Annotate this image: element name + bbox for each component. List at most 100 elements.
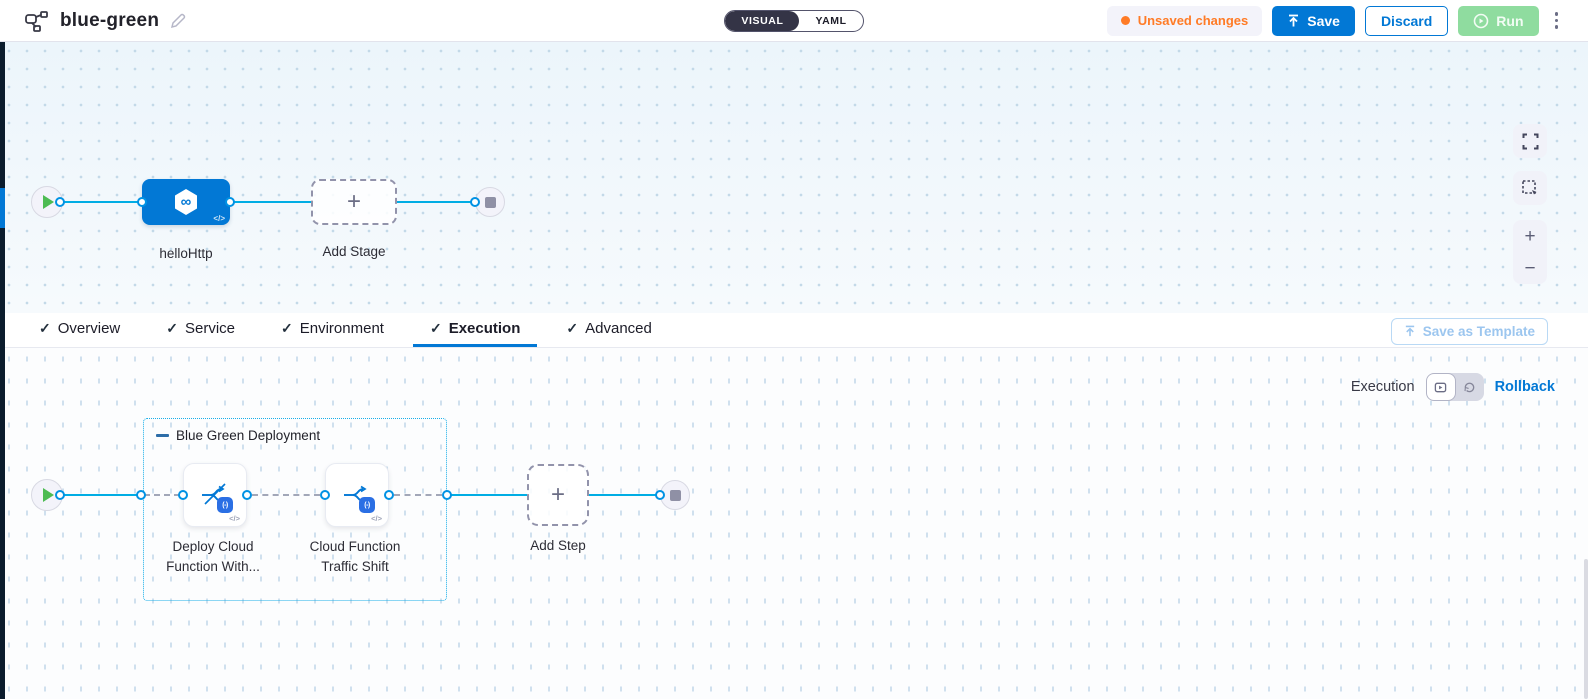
save-as-template-button[interactable]: Save as Template	[1390, 318, 1548, 345]
stage-name-label: helloHttp	[159, 246, 213, 261]
unsaved-changes-badge[interactable]: Unsaved changes	[1106, 5, 1263, 36]
connector-port	[442, 490, 452, 500]
check-icon: ✓	[429, 320, 442, 336]
unsaved-dot-icon	[1120, 16, 1130, 25]
connector-port	[178, 490, 188, 500]
save-as-template-label: Save as Template	[1422, 324, 1535, 339]
step-label: Cloud Function Traffic Shift	[309, 539, 401, 574]
pipeline-header: blue-green VISUAL YAML Unsaved changes S…	[0, 0, 1588, 42]
step-node-traffic-shift[interactable]: (-) </>	[325, 463, 389, 527]
tab-execution[interactable]: ✓ Execution	[412, 313, 538, 347]
connector-line	[233, 201, 311, 203]
connector-line	[63, 494, 138, 496]
tab-label: Overview	[57, 320, 121, 337]
tab-environment[interactable]: ✓ Environment	[264, 313, 401, 347]
rollback-mode-icon	[1463, 381, 1476, 394]
cloud-function-badge-icon: (-)	[217, 497, 233, 513]
kebab-menu-icon[interactable]	[1549, 8, 1565, 33]
cloud-function-badge-icon: (-)	[359, 497, 375, 513]
page-title: blue-green	[60, 9, 160, 31]
connector-line-dashed	[394, 494, 442, 496]
connector-port	[470, 197, 480, 207]
stage-canvas[interactable]: ∞ </> + helloHttp Add Stage + −	[0, 42, 1588, 313]
add-step-button[interactable]: +	[527, 464, 589, 526]
execution-mode-segment[interactable]	[1425, 373, 1456, 401]
scrollbar-thumb[interactable]	[1584, 559, 1588, 699]
run-button[interactable]: Run	[1458, 5, 1539, 36]
save-button[interactable]: Save	[1272, 5, 1355, 36]
rollback-link[interactable]: Rollback	[1494, 379, 1555, 395]
rollback-mode-segment[interactable]	[1456, 373, 1484, 401]
step-node-deploy-cloud-function[interactable]: (-) </>	[183, 463, 247, 527]
code-glyph: </>	[371, 514, 382, 523]
discard-button[interactable]: Discard	[1364, 5, 1449, 36]
visual-yaml-toggle: VISUAL YAML	[724, 9, 864, 32]
add-stage-label: Add Stage	[322, 244, 386, 259]
start-play-icon	[43, 488, 54, 502]
execution-canvas[interactable]: Execution Rollback	[0, 348, 1588, 699]
connector-port	[242, 490, 252, 500]
connector-port	[55, 490, 65, 500]
template-upload-icon	[1404, 325, 1416, 338]
check-icon: ✓	[166, 320, 178, 336]
toggle-yaml[interactable]: YAML	[799, 11, 862, 31]
connector-line	[397, 201, 472, 203]
fullscreen-icon	[1522, 133, 1539, 150]
connector-port	[137, 197, 147, 207]
save-button-label: Save	[1307, 12, 1340, 29]
edit-pencil-icon[interactable]	[169, 12, 187, 30]
add-step-label: Add Step	[530, 538, 586, 553]
plus-icon: +	[550, 481, 565, 508]
connector-port	[655, 490, 665, 500]
discard-button-label: Discard	[1380, 12, 1433, 29]
start-play-icon	[43, 195, 54, 209]
connector-line-dashed	[252, 494, 320, 496]
zoom-out-button[interactable]: −	[1513, 252, 1547, 284]
connector-port	[225, 197, 235, 207]
left-nav-strip	[0, 42, 5, 699]
tab-label: Advanced	[585, 320, 652, 337]
tab-advanced[interactable]: ✓ Advanced	[549, 313, 668, 347]
add-stage-button[interactable]: +	[311, 179, 397, 225]
zoom-in-button[interactable]: +	[1513, 220, 1547, 252]
end-stop-icon	[669, 489, 681, 501]
execution-mode-label: Execution	[1350, 379, 1415, 395]
infinity-hexagon-icon: ∞	[169, 185, 203, 219]
svg-text:∞: ∞	[181, 194, 192, 211]
connector-port	[136, 490, 146, 500]
check-icon: ✓	[566, 320, 579, 336]
fullscreen-button[interactable]	[1513, 124, 1547, 158]
step-group-blue-green: Blue Green Deployment	[143, 418, 447, 601]
code-glyph: </>	[213, 214, 225, 223]
stage-node-hellohttp[interactable]: ∞ </>	[142, 179, 230, 225]
tab-overview[interactable]: ✓ Overview	[22, 313, 137, 347]
connector-port	[55, 197, 65, 207]
marquee-select-button[interactable]	[1513, 171, 1547, 205]
end-stop-icon	[484, 196, 496, 208]
upload-save-icon	[1287, 14, 1300, 28]
plus-icon: +	[346, 188, 361, 215]
tab-service[interactable]: ✓ Service	[149, 313, 252, 347]
connector-port	[320, 490, 330, 500]
connector-line	[63, 201, 143, 203]
step-group-label: Blue Green Deployment	[176, 428, 321, 443]
left-nav-highlight	[0, 188, 5, 228]
collapse-group-icon	[156, 434, 169, 437]
tab-label: Execution	[448, 320, 521, 337]
execution-rollback-toggle	[1425, 373, 1484, 401]
check-icon: ✓	[39, 320, 51, 336]
stage-tabbar: ✓ Overview ✓ Service ✓ Environment ✓ Exe…	[0, 313, 1588, 348]
marquee-select-icon	[1521, 179, 1539, 197]
connector-line	[589, 494, 657, 496]
connector-line-dashed	[144, 494, 180, 496]
unsaved-changes-label: Unsaved changes	[1137, 13, 1249, 28]
check-icon: ✓	[281, 320, 293, 336]
step-group-header[interactable]: Blue Green Deployment	[156, 428, 320, 443]
code-glyph: </>	[229, 514, 240, 523]
tab-label: Service	[184, 320, 236, 337]
connector-line	[450, 494, 527, 496]
connector-port	[384, 490, 394, 500]
step-label: Deploy Cloud Function With...	[166, 539, 260, 574]
toggle-visual[interactable]: VISUAL	[725, 10, 800, 31]
execution-mode-icon	[1434, 381, 1447, 394]
